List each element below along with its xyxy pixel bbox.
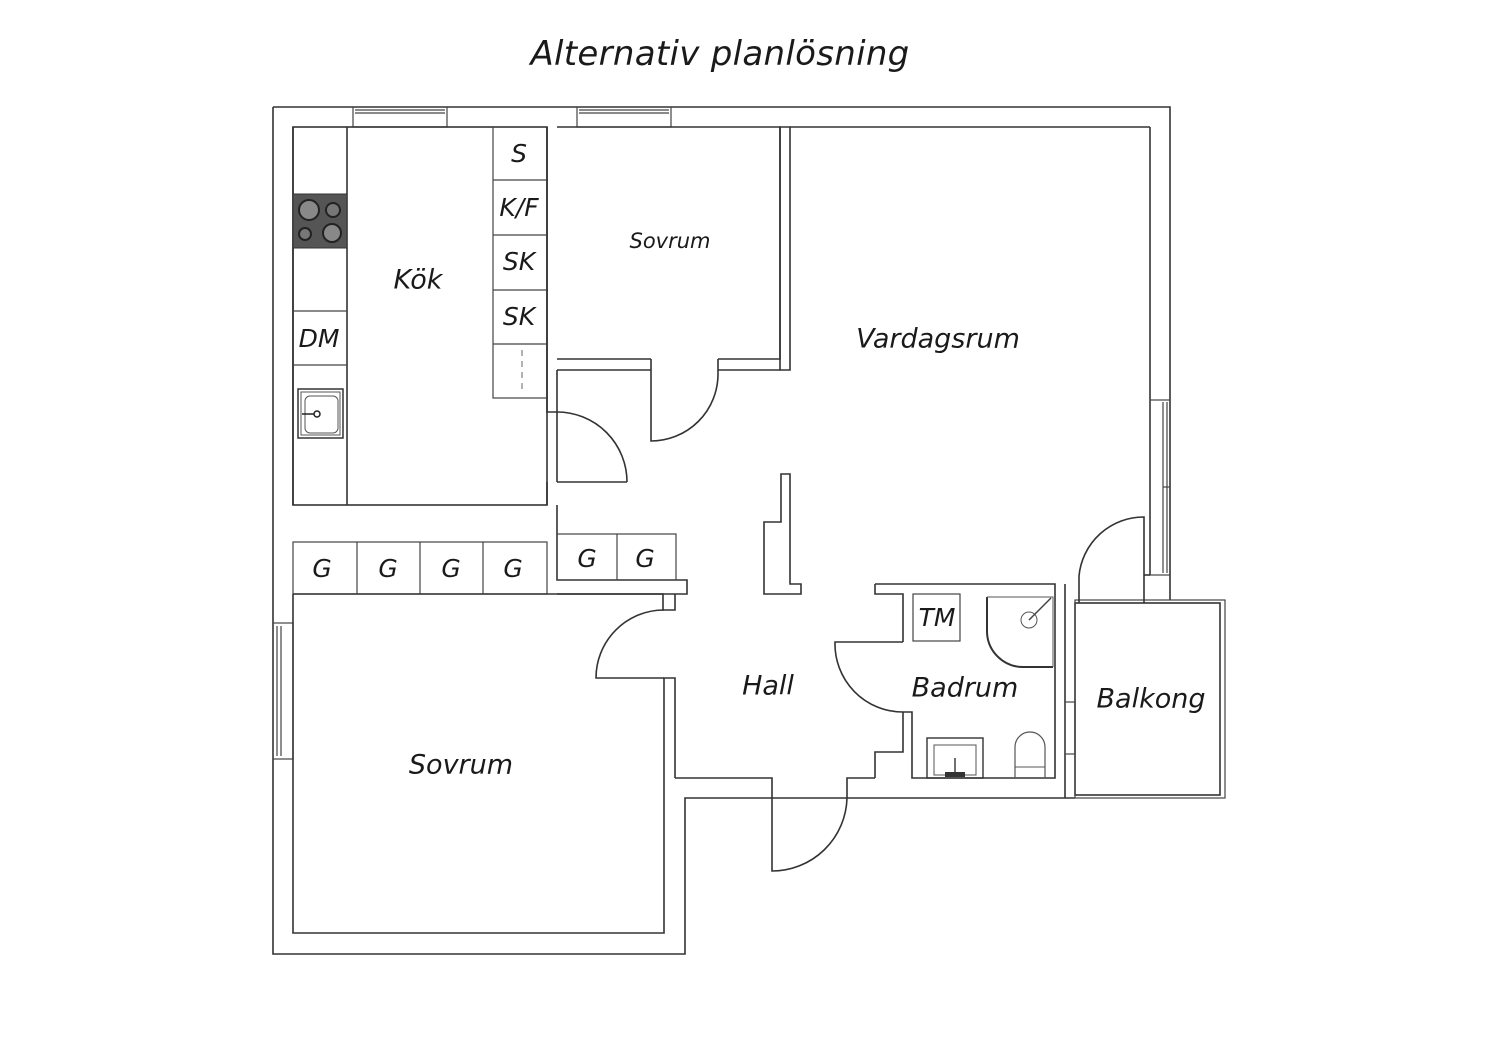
wardrobe-label: G: [503, 554, 522, 583]
window-living-room: [1149, 399, 1171, 576]
room-label-hall: Hall: [742, 671, 794, 702]
wardrobe-label: G: [441, 554, 460, 583]
fixture-label-fridge-freezer: K/F: [499, 193, 539, 222]
window-small-bedroom: [576, 106, 672, 128]
small-bedroom: [546, 126, 791, 412]
fireplace-wall: [763, 473, 802, 595]
room-label-small-bedroom: Sovrum: [629, 229, 710, 253]
room-label-balcony: Balkong: [1097, 684, 1206, 715]
fixture-label-washing-machine: TM: [919, 603, 956, 632]
room-label-large-bedroom: Sovrum: [409, 750, 513, 781]
bathroom-door[interactable]: [834, 641, 904, 713]
plan-title: Alternativ planlösning: [530, 34, 910, 74]
fixture-label-cabinet-2: SK: [503, 302, 538, 331]
window-kitchen: [352, 106, 448, 128]
stove-icon: [298, 199, 342, 243]
wardrobe-label: G: [312, 554, 331, 583]
large-bedroom-door[interactable]: [595, 609, 665, 679]
washbasin-icon: [926, 737, 984, 779]
sink-icon: [297, 388, 344, 439]
kitchen-door[interactable]: [546, 398, 628, 505]
room-label-bathroom: Badrum: [912, 673, 1019, 704]
balcony: [1074, 599, 1226, 799]
entry-door[interactable]: [675, 777, 875, 872]
room-label-living-room: Vardagsrum: [856, 324, 1020, 355]
outer-walls: [272, 106, 1171, 955]
wardrobe-label: G: [577, 544, 596, 573]
room-label-kitchen: Kök: [394, 265, 444, 296]
window-large-bedroom: [272, 622, 294, 760]
toilet-icon: [1014, 731, 1046, 778]
small-bedroom-door[interactable]: [650, 359, 719, 442]
shower-icon: [986, 596, 1054, 668]
fixture-label-freezer: S: [511, 139, 527, 168]
fixture-label-dishwasher: DM: [299, 324, 340, 353]
wardrobe-label: G: [378, 554, 397, 583]
wardrobe-label: G: [635, 544, 654, 573]
fixture-label-cabinet-1: SK: [503, 247, 538, 276]
balcony-door[interactable]: [1078, 516, 1150, 603]
